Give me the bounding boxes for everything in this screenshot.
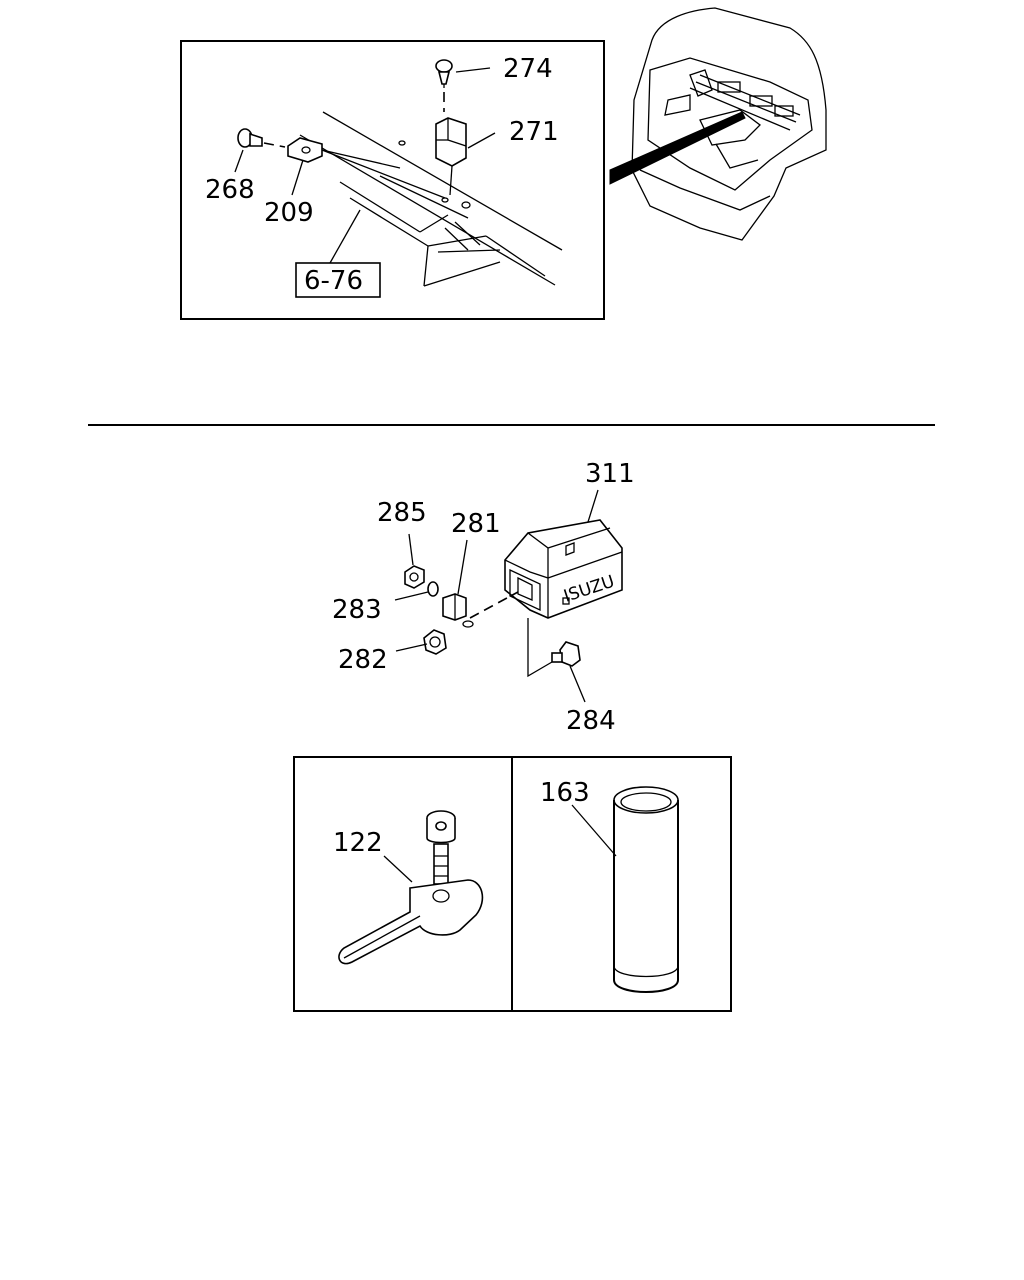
floor-panel-outline (299, 111, 563, 287)
tool-box-assembly: ISUZU 311 285 283 281 282 (332, 459, 635, 736)
callout-268: 268 (205, 175, 255, 205)
callout-282: 282 (338, 645, 388, 675)
callout-163: 163 (540, 778, 590, 808)
pin-268 (237, 128, 286, 148)
bolt-284 (551, 641, 581, 667)
socket-163 (613, 786, 679, 993)
callout-209: 209 (264, 198, 314, 228)
callout-271: 271 (509, 117, 559, 147)
vehicle-cab-illustration (609, 7, 827, 241)
bottom-tool-panels: 122 163 (293, 756, 732, 1012)
clip-271 (435, 117, 467, 196)
callout-283: 283 (332, 595, 382, 625)
callout-281: 281 (451, 509, 501, 539)
nut-282 (423, 629, 447, 655)
latch-281 (442, 593, 474, 628)
reference-6-76: 6-76 (304, 266, 363, 296)
callout-285: 285 (377, 498, 427, 528)
wrench-122 (338, 810, 484, 965)
bracket-209 (287, 137, 446, 199)
screw-274 (435, 59, 453, 112)
callout-274: 274 (503, 54, 553, 84)
reference-box (295, 262, 381, 298)
tool-box-311: ISUZU (504, 519, 623, 619)
callout-284: 284 (566, 706, 616, 736)
callout-311: 311 (585, 459, 635, 489)
nut-285 (404, 565, 425, 589)
washer-283 (427, 581, 439, 597)
top-detail-panel: 274 271 268 209 6-76 (180, 40, 605, 320)
callout-122: 122 (333, 828, 383, 858)
